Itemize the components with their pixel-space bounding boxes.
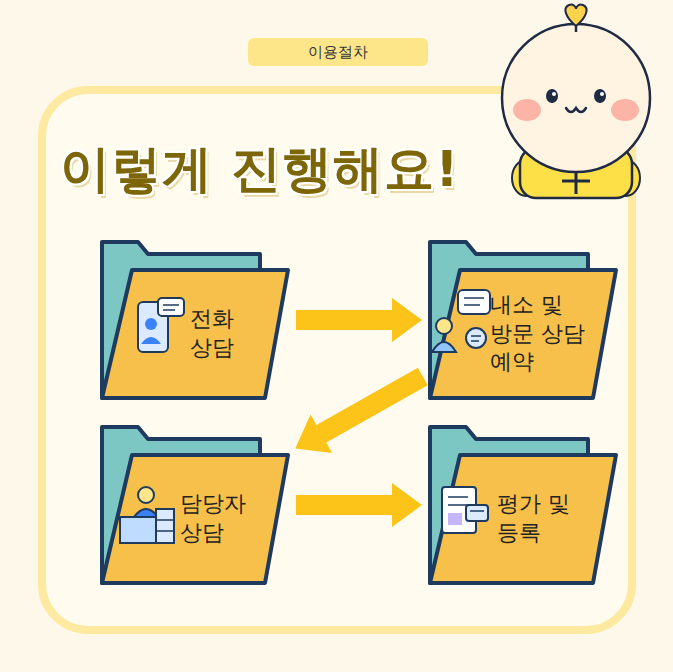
flow-arrow	[296, 483, 422, 527]
arrow-shaft	[296, 310, 394, 330]
folder-icon	[432, 290, 490, 352]
flow-arrow	[296, 298, 422, 342]
arrow-head	[295, 415, 332, 453]
diagram-title: 이렇게 진행해요!	[60, 136, 459, 203]
text-area: 전화 상담	[190, 274, 250, 394]
step-label: 전화 상담	[190, 305, 250, 362]
folder-icon	[120, 487, 174, 543]
arrow-shaft	[320, 377, 423, 435]
folder-icon	[138, 298, 184, 352]
step-label: 담당자 상담	[180, 490, 256, 547]
mascot	[502, 4, 650, 198]
step-label: 내소 및 방문 상담 예약	[490, 291, 594, 377]
folder-icon	[442, 487, 488, 533]
process-folder: 담당자 상담	[100, 425, 290, 585]
section-tag: 이용절차	[248, 38, 428, 66]
arrow-head	[392, 298, 422, 342]
step-label: 평가 및 등록	[497, 490, 583, 547]
tag-label: 이용절차	[308, 43, 368, 62]
folder-shape	[428, 240, 618, 400]
process-folder: 내소 및 방문 상담 예약	[428, 240, 618, 400]
process-folder: 전화 상담	[100, 240, 290, 400]
text-area: 내소 및 방문 상담 예약	[490, 274, 594, 394]
text-area: 담당자 상담	[180, 459, 256, 579]
text-area: 평가 및 등록	[497, 459, 583, 579]
panel-border	[42, 90, 632, 630]
arrow-shaft	[296, 495, 394, 515]
arrow-head	[392, 483, 422, 527]
flow-arrow	[295, 377, 423, 453]
process-folder: 평가 및 등록	[428, 425, 618, 585]
